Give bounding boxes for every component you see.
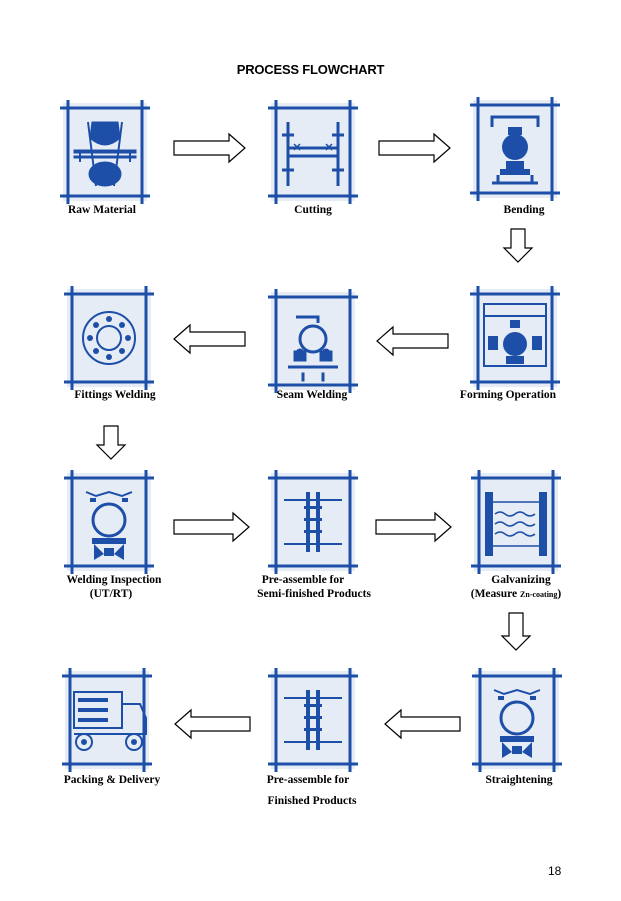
galvanizing-label-line1: Galvanizing — [491, 574, 551, 586]
arrow-left — [383, 708, 461, 740]
arrow-down — [500, 612, 532, 652]
arrow-right — [375, 511, 453, 543]
seam-welding-label: Seam Welding — [276, 389, 348, 401]
preassemble-semi-icon — [268, 470, 358, 574]
arrow-left — [375, 325, 449, 357]
straightening-icon — [472, 668, 562, 772]
preassemble-semi-label-line1: Pre-assemble for — [261, 574, 345, 586]
preassemble-semi-label: Pre-assemble for Semi-finished Products — [244, 573, 384, 601]
preassemble-finished-label-line1: Pre-assemble for — [266, 774, 350, 786]
packing-delivery-icon — [62, 668, 152, 772]
galvanizing-label-paren: ) — [557, 588, 562, 600]
raw-material-icon — [60, 100, 150, 204]
fittings-welding-label: Fittings Welding — [74, 389, 156, 401]
straightening-label: Straightening — [485, 774, 553, 786]
preassemble-semi-label-line2: Semi-finished Products — [257, 588, 371, 600]
raw-material-label: Raw Material — [67, 204, 137, 216]
preassemble-finished-icon — [268, 668, 358, 772]
galvanizing-label: Galvanizing (Measure Zn-coating) — [452, 573, 592, 602]
welding-inspection-label-line2: (UT/RT) — [89, 588, 133, 600]
welding-inspection-icon — [64, 470, 154, 574]
forming-operation-icon — [470, 286, 560, 390]
page-title: PROCESS FLOWCHART — [236, 62, 385, 77]
cutting-icon — [268, 100, 358, 204]
preassemble-finished-label: Pre-assemble for Finished Products — [243, 773, 383, 808]
arrow-right — [378, 132, 452, 164]
forming-operation-label: Forming Operation — [459, 389, 557, 401]
page-number: 18 — [548, 864, 562, 878]
arrow-right — [173, 511, 251, 543]
bending-icon — [470, 97, 560, 201]
cutting-label: Cutting — [294, 204, 332, 216]
packing-delivery-label: Packing & Delivery — [63, 774, 161, 786]
arrow-down — [502, 228, 534, 264]
seam-welding-icon — [268, 289, 358, 393]
galvanizing-label-zn: Zn-coating — [520, 590, 558, 599]
welding-inspection-label: Welding Inspection (UT/RT) — [54, 573, 174, 601]
arrow-left — [172, 323, 246, 355]
preassemble-finished-label-line2: Finished Products — [267, 795, 357, 807]
arrow-right — [173, 132, 247, 164]
galvanizing-label-measure: (Measure — [470, 588, 521, 600]
arrow-left — [173, 708, 251, 740]
fittings-welding-icon — [64, 286, 154, 390]
galvanizing-icon — [471, 470, 561, 574]
welding-inspection-label-line1: Welding Inspection — [66, 574, 162, 586]
bending-label: Bending — [503, 204, 545, 216]
galvanizing-label-line2: (Measure Zn-coating) — [440, 587, 592, 602]
arrow-down — [95, 425, 127, 461]
